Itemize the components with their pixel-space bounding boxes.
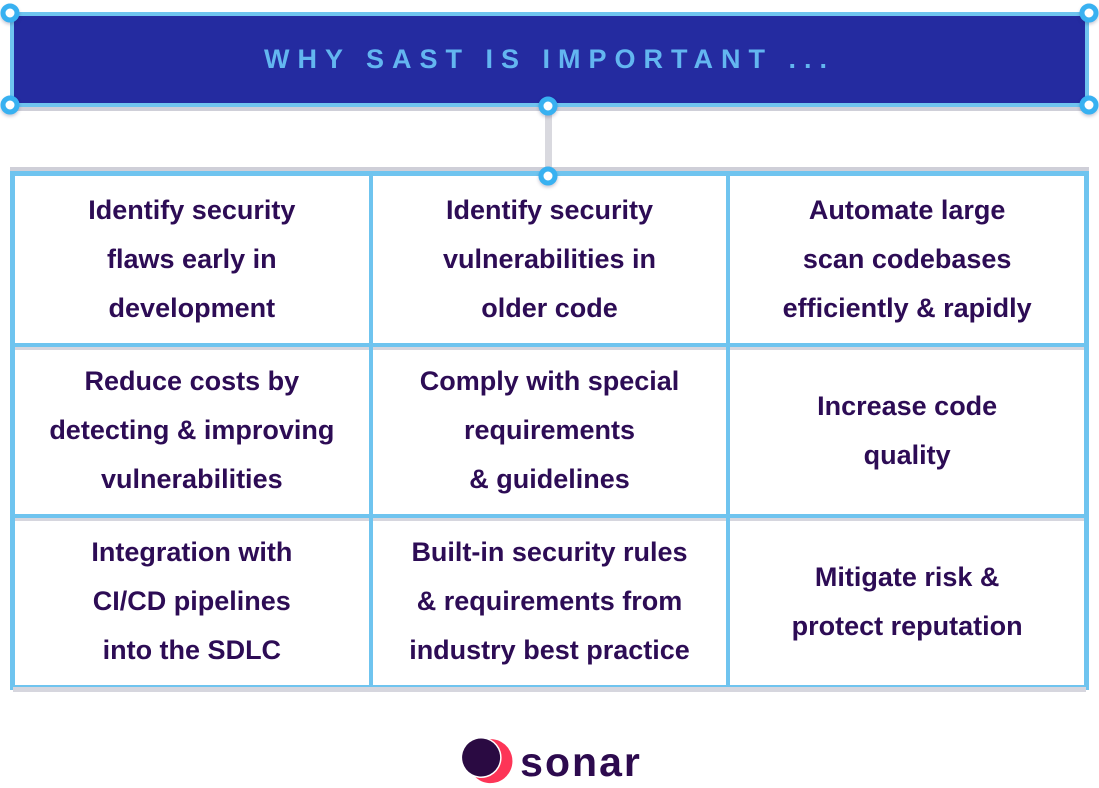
connector-handle-top[interactable] [538,96,558,116]
sonar-logo: sonar [0,731,1099,788]
grid-cell-reduce-costs: Reduce costs by detecting & improving vu… [13,345,371,516]
grid-cell-builtin-rules: Built-in security rules & requirements f… [370,516,729,687]
connector-handle-bottom[interactable] [538,166,558,186]
title-banner[interactable]: WHY SAST IS IMPORTANT ... [10,12,1089,107]
sonar-logo-icon [457,733,517,787]
grid-cell-increase-quality: Increase code quality [728,345,1086,516]
benefits-grid: Identify security flaws early in develop… [10,171,1089,690]
grid-cell-identify-vulns: Identify security vulnerabilities in old… [370,174,729,345]
grid-cell-automate-scans: Automate large scan codebases efficientl… [728,174,1086,345]
page-title: WHY SAST IS IMPORTANT ... [263,44,835,74]
sonar-wordmark: sonar [520,739,642,785]
grid-cell-cicd-integration: Integration with CI/CD pipelines into th… [13,516,371,687]
connector-line [545,107,552,176]
selection-handle-top-right[interactable] [1079,3,1099,23]
selection-handle-top-left[interactable] [0,3,20,23]
grid-cell-comply-requirements: Comply with special requirements & guide… [370,345,729,516]
grid-cell-identify-flaws: Identify security flaws early in develop… [13,174,371,345]
grid-cell-mitigate-risk: Mitigate risk & protect reputation [728,516,1086,687]
selection-handle-bottom-left[interactable] [0,95,20,115]
selection-handle-bottom-right[interactable] [1079,95,1099,115]
